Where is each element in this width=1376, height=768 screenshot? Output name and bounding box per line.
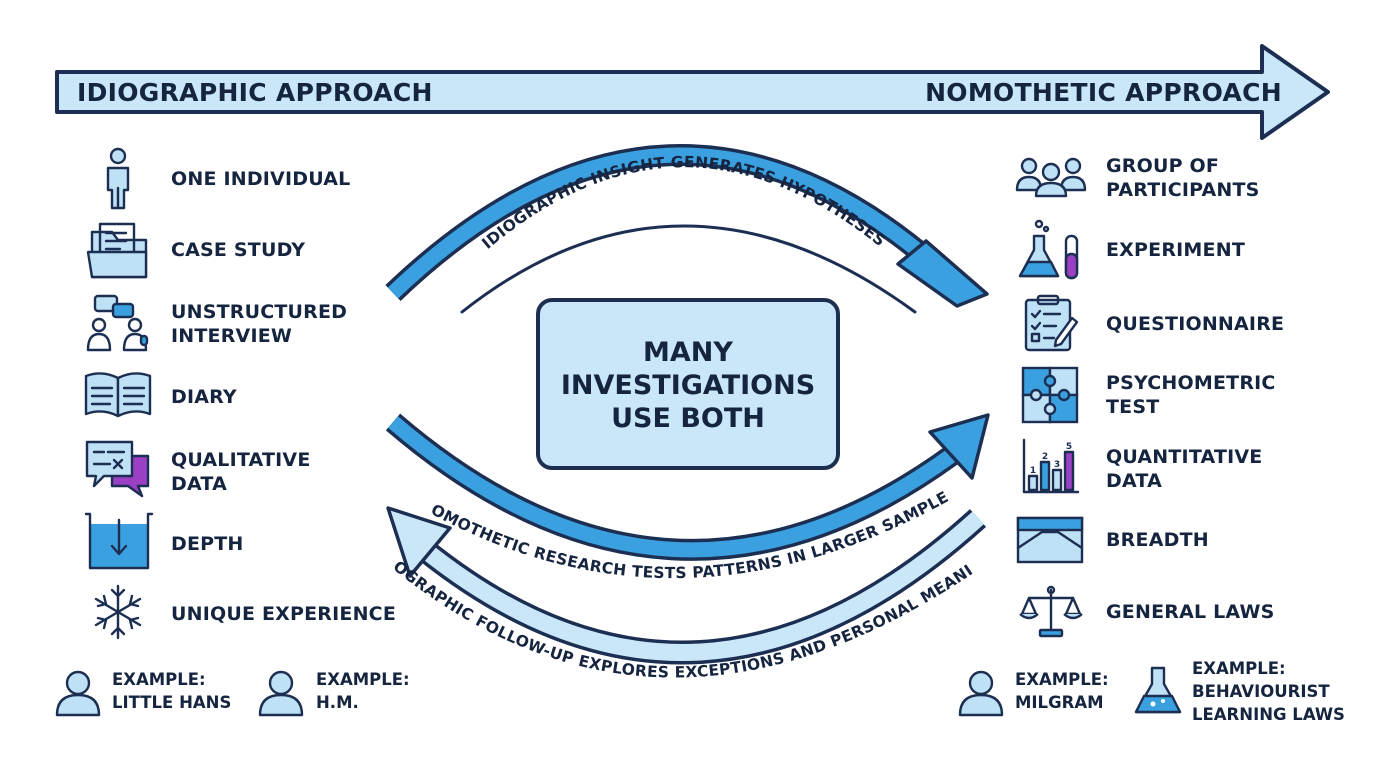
nomothetic-example-behaviourist-learning-laws: EXAMPLE: BEHAVIOURIST LEARNING LAWS: [1134, 659, 1345, 724]
idiographic-item-label-line2: INTERVIEW: [171, 325, 292, 347]
example-label-line1: EXAMPLE:: [1015, 670, 1109, 689]
landscape-icon: [1016, 516, 1084, 564]
example-label-line2: MILGRAM: [1015, 693, 1104, 712]
top-arc-textpath: IDIOGRAPHIC INSIGHT GENERATES HYPOTHESES: [479, 153, 889, 253]
nomothetic-item-label-line1: PSYCHOMETRIC: [1106, 372, 1276, 394]
idiographic-item-one-individual: ONE INDIVIDUAL: [106, 147, 350, 210]
folder-icon: [86, 222, 148, 279]
example-label-line3: LEARNING LAWS: [1192, 705, 1345, 724]
top-arc-arrow: IDIOGRAPHIC INSIGHT GENERATES HYPOTHESES: [385, 144, 989, 314]
center-line-3: USE BOTH: [611, 403, 765, 434]
nomothetic-item-questionnaire: QUESTIONNAIRE: [1024, 294, 1284, 352]
nomothetic-example-milgram: EXAMPLE: MILGRAM: [958, 670, 1109, 717]
nomothetic-item-breadth: BREADTH: [1016, 516, 1209, 564]
idiographic-item-label: CASE STUDY: [171, 239, 305, 261]
clipboard-icon: [1024, 294, 1079, 352]
example-label-line2: BEHAVIOURIST: [1192, 682, 1330, 701]
center-line-2: INVESTIGATIONS: [561, 370, 815, 401]
idiographic-item-label: ONE INDIVIDUAL: [171, 168, 350, 190]
example-label-line1: EXAMPLE:: [112, 670, 206, 689]
chat-bubbles-icon: [85, 440, 150, 498]
top-arc-inner-line: [460, 224, 917, 314]
book-icon: [84, 372, 152, 418]
example-label-line2: H.M.: [316, 693, 359, 712]
bar-label: 1: [1030, 466, 1036, 476]
scales-icon: [1019, 585, 1083, 638]
snowflake-icon: [94, 584, 142, 640]
idiographic-item-label-line1: UNSTRUCTURED: [171, 301, 347, 323]
bar-label: 5: [1066, 442, 1072, 452]
top-arc-text: IDIOGRAPHIC INSIGHT GENERATES HYPOTHESES: [479, 153, 889, 253]
nomothetic-item-general-laws: GENERAL LAWS: [1019, 585, 1275, 638]
nomothetic-item-label-line2: PARTICIPANTS: [1106, 179, 1260, 201]
idiographic-item-label-line1: QUALITATIVE: [171, 449, 311, 471]
idiographic-item-unique-experience: UNIQUE EXPERIENCE: [94, 584, 396, 640]
idiographic-item-label-line2: DATA: [171, 473, 227, 495]
nomothetic-item-experiment: EXPERIMENT: [1018, 219, 1245, 280]
user-icon: [55, 670, 101, 717]
nomothetic-item-label: EXPERIMENT: [1106, 239, 1245, 261]
idiographic-example-hm: EXAMPLE: H.M.: [258, 670, 410, 717]
depth-icon: [84, 512, 154, 570]
nomothetic-list: GROUP OF PARTICIPANTS EXPERIMENT: [958, 155, 1345, 724]
idiographic-item-unstructured-interview: UNSTRUCTURED INTERVIEW: [86, 294, 347, 352]
example-label-line1: EXAMPLE:: [316, 670, 410, 689]
bar-chart-icon: 1 2 3 5: [1022, 438, 1080, 494]
idiographic-list: ONE INDIVIDUAL CASE STUDY: [55, 147, 410, 717]
center-box: MANY INVESTIGATIONS USE BOTH: [536, 298, 840, 470]
nomothetic-item-label: BREADTH: [1106, 529, 1209, 551]
bar-label: 3: [1054, 460, 1060, 470]
group-icon: [1015, 157, 1087, 198]
nomothetic-item-label-line2: TEST: [1106, 396, 1159, 418]
puzzle-icon: [1021, 366, 1079, 424]
idiographic-approach-label: IDIOGRAPHIC APPROACH: [77, 78, 433, 107]
idiographic-item-label: UNIQUE EXPERIENCE: [171, 603, 396, 625]
idiographic-item-diary: DIARY: [84, 372, 237, 418]
idiographic-item-qualitative-data: QUALITATIVE DATA: [85, 440, 311, 498]
nomothetic-item-quantitative-data: 1 2 3 5 QUANTITATIVE DATA: [1022, 438, 1262, 494]
idiographic-item-case-study: CASE STUDY: [86, 222, 305, 279]
user-icon: [958, 670, 1004, 717]
idiographic-item-label: DEPTH: [171, 533, 244, 555]
person-icon: [106, 147, 130, 210]
nomothetic-item-label-line1: GROUP OF: [1106, 155, 1219, 177]
nomothetic-item-label-line2: DATA: [1106, 470, 1162, 492]
example-label-line2: LITTLE HANS: [112, 693, 231, 712]
approach-spectrum-arrow: IDIOGRAPHIC APPROACH NOMOTHETIC APPROACH: [55, 44, 1330, 140]
nomothetic-item-label-line1: QUANTITATIVE: [1106, 446, 1262, 468]
example-label-line1: EXAMPLE:: [1192, 659, 1286, 678]
flask-icon: [1018, 219, 1079, 280]
nomothetic-item-label: GENERAL LAWS: [1106, 601, 1275, 623]
nomothetic-item-label: QUESTIONNAIRE: [1106, 313, 1284, 335]
nomothetic-item-psychometric-test: PSYCHOMETRIC TEST: [1021, 366, 1276, 424]
flask-icon: [1134, 666, 1182, 714]
interview-icon: [86, 294, 149, 352]
user-icon: [258, 670, 304, 717]
idiographic-item-label: DIARY: [171, 386, 237, 408]
nomothetic-approach-label: NOMOTHETIC APPROACH: [925, 78, 1282, 107]
bar-label: 2: [1042, 452, 1048, 462]
center-line-1: MANY: [643, 337, 733, 368]
idiographic-item-depth: DEPTH: [84, 512, 244, 570]
idiographic-example-little-hans: EXAMPLE: LITTLE HANS: [55, 670, 231, 717]
nomothetic-item-group-of-participants: GROUP OF PARTICIPANTS: [1015, 155, 1260, 201]
